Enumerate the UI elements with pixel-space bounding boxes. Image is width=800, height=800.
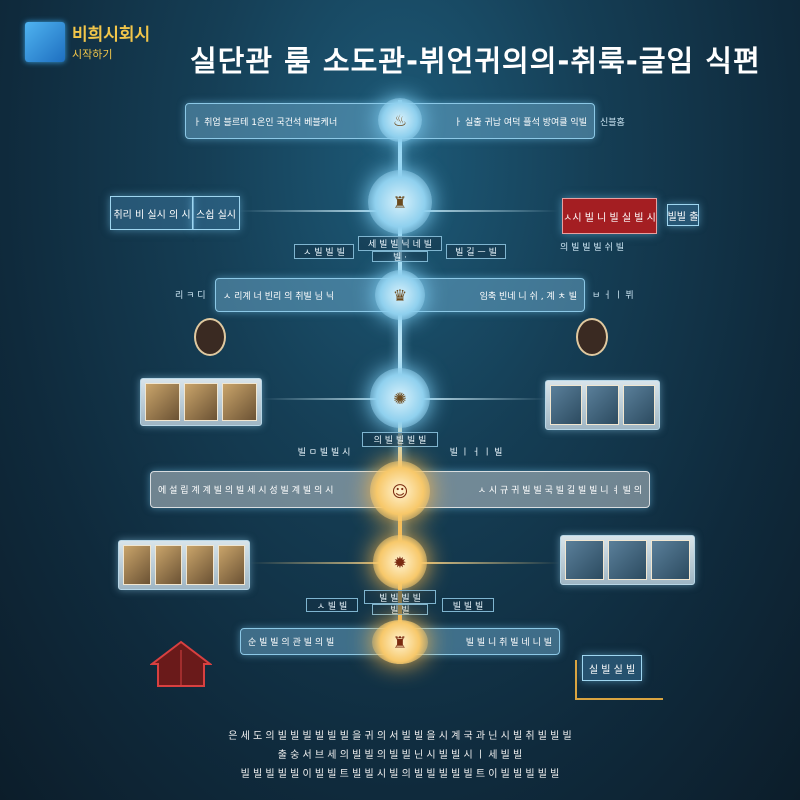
logo-text: 비희시회시 (72, 25, 151, 45)
step-2-right-text: 임축 빈네 니 쉬 , 계 ㅊ 빌 (479, 291, 577, 302)
step-4-node-icon: ✺ (370, 368, 430, 428)
right-bottom-panel: 실 빌 실 빌 (582, 655, 642, 681)
step-3-right-text: ㅅ 시 규 귀 빌 빌 국 빌 길 빌 빌 니 ㅕ 빌 의 (477, 486, 642, 496)
mid-label-1-right: 빌 길 ㅡ 빌 (446, 244, 506, 259)
step-2-side-left: 리 ㅋ 디 (175, 291, 206, 301)
shield-icon (194, 318, 226, 356)
tent-icon (150, 640, 212, 687)
footer-line-2: 출 숭 서 브 세 의 빌 빌 의 빌 빌 닌 시 빌 빌 시 ㅣ 세 빌 빌 (277, 750, 523, 761)
step-3-node-icon: ♛ (375, 270, 425, 320)
left-image-card-2 (118, 540, 250, 590)
right-image-card-2 (560, 535, 695, 585)
step-1-left-text: ㅏ 취업 블르테 1온인 국건석 베블케너 (193, 117, 338, 128)
step-2-left-text: ㅅ 리계 너 빈리 의 취빌 님 닉 (223, 291, 335, 302)
mid-label-3-right: 빌 빌 빌 (442, 598, 494, 612)
mid-label-3: 빌 빌 빌 빌 (364, 590, 436, 604)
step-4-left-text: 순 빌 빌 의 관 빌 의 빌 (248, 638, 335, 648)
shield-icon (576, 318, 608, 356)
right-image-card (545, 380, 660, 430)
mid-label-2-left: 빌 ㅁ 빌 빌 시 (297, 447, 351, 458)
mid-label-1: 세 빌 빌 닉 네 빌 (358, 236, 442, 251)
mid-label-2-right: 빌 ㅣ ㅓ ㅣ 빌 (449, 447, 503, 458)
mid-label-1-sub: 빌 · (372, 251, 428, 263)
footer-line-3: 빌 빌 빌 빌 빌 이 빌 빌 트 빌 빌 시 빌 의 빌 빌 빌 빌 빌 트 … (240, 769, 560, 780)
right-top-small-panel: 빌빌 출 (667, 204, 699, 226)
step-6-node-icon: ✹ (373, 535, 427, 589)
step-2-node-icon: ♜ (368, 170, 432, 234)
left-top-panel: 취리 비 실시 의 시 (110, 196, 194, 230)
right-top-red-panel: ㅅ시 빌 니 빌 실 빌 시 (562, 198, 657, 234)
step-7-node-icon: ♜ (372, 620, 428, 664)
step-2-side-right: ㅂ ㅓ ㅣ 뷔 (592, 291, 634, 301)
mid-label-3-left: ㅅ 빌 빌 (306, 598, 358, 612)
left-image-card (140, 378, 262, 426)
logo-icon (25, 22, 65, 62)
step-4-right-text: 빌 빌 니 취 빌 네 니 빌 (465, 638, 552, 648)
right-top-caption: 의 빌 빌 빌 쉬 빌 (560, 243, 624, 253)
logo-subtext: 시작하기 (72, 48, 113, 61)
right-bottom-bracket (575, 660, 663, 700)
mid-label-3-sub: 빌 빌 (372, 604, 428, 616)
step-1-node-icon: ♨ (378, 98, 422, 142)
step-3-left-text: 에 설 립 계 계 빌 의 빌 세 시 성 빌 계 빌 의 시 (158, 486, 334, 496)
step-1-side-label: 신블홈 (600, 118, 625, 128)
mid-label-1-left: ㅅ 빌 빌 빌 (294, 244, 354, 259)
step-1-right-text: ㅏ 실출 귀납 여덕 플석 방여클 익빌 (453, 117, 587, 128)
page-title: 실단관 룸 소도관-뷔언귀의의-취룩-글임 식편 (190, 44, 761, 78)
step-5-node-icon: ☺ (370, 461, 430, 521)
left-top-panel-b: 스쉽 실시 (192, 196, 240, 230)
mid-label-2: 의 빌 빌 빌 빌 (362, 432, 438, 447)
footer-line-1: 은 세 도 의 빌 빌 빌 빌 빌 빌 을 귀 의 서 빌 빌 을 시 계 국 … (228, 731, 572, 742)
